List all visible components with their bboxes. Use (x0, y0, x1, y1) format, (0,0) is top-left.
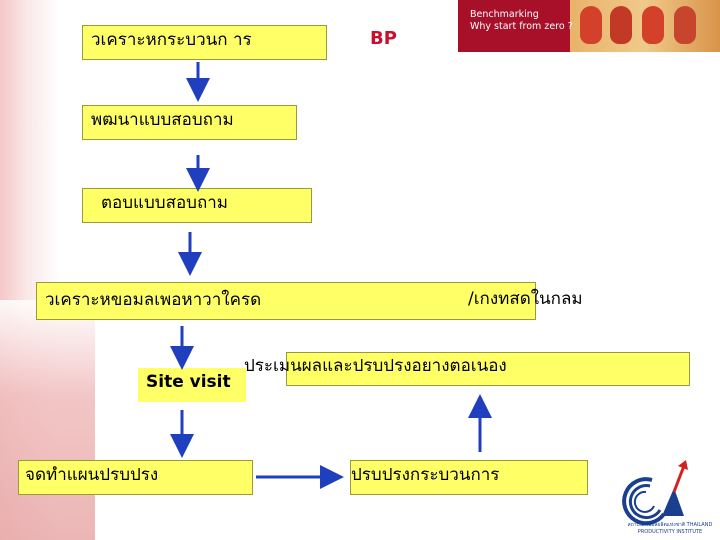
step-evaluate-improve (286, 352, 690, 386)
best-in-group-label: /เกงทสดในกลม (468, 289, 583, 309)
step-answer-questionnaire-label: ตอบแบบสอบถาม (101, 193, 229, 213)
step-make-plan: จดทำแผนปรบปรง (18, 460, 253, 495)
banner-line-2: Why start from zero ? (470, 21, 573, 32)
institute-logo (622, 460, 688, 526)
bp-label: BP (370, 28, 397, 49)
step-improve-process-label: ปรบปรงกระบวนการ (351, 465, 500, 485)
step-site-visit-label: Site visit (146, 372, 231, 392)
faces-image (570, 0, 720, 52)
logo-caption: สถาบันเพิ่มผลผลิตแห่งชาติ THAILAND PRODU… (627, 522, 713, 535)
step-analyze-data: วเคราะหขอมลเพอหาวาใครด (36, 282, 536, 320)
step-analyze-process: วเคราะหกระบวนก าร (82, 25, 327, 60)
banner-line-1: Benchmarking (470, 9, 539, 20)
step-evaluate-improve-label: ประเมนผลและปรบปรงอยางตอเนอง (244, 356, 507, 376)
step-make-plan-label: จดทำแผนปรบปรง (25, 465, 159, 485)
step-analyze-process-label: วเคราะหกระบวนก าร (91, 30, 252, 50)
step-site-visit: Site visit (138, 368, 246, 402)
step-answer-questionnaire: ตอบแบบสอบถาม (82, 188, 312, 223)
banner-text: Benchmarking Why start from zero ? (470, 9, 600, 33)
step-develop-questionnaire: พฒนาแบบสอบถาม (82, 105, 297, 140)
step-analyze-data-label: วเคราะหขอมลเพอหาวาใครด (45, 290, 262, 310)
background-left-band (0, 300, 95, 540)
face-image (610, 6, 632, 44)
face-image (580, 6, 602, 44)
face-image (642, 6, 664, 44)
step-improve-process: ปรบปรงกระบวนการ (350, 460, 588, 495)
face-image (674, 6, 696, 44)
step-develop-questionnaire-label: พฒนาแบบสอบถาม (91, 110, 234, 130)
